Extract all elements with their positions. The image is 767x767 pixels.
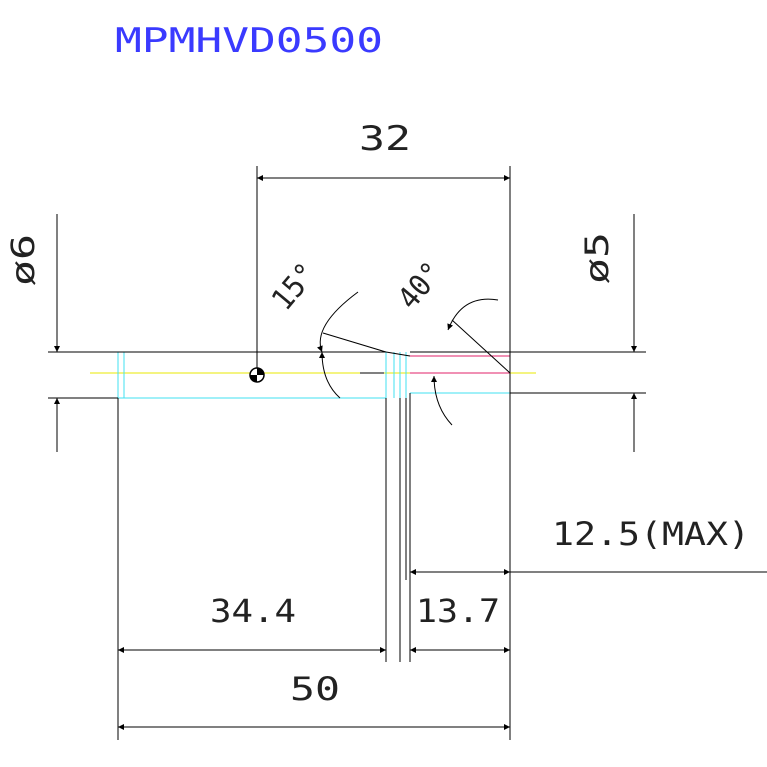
- center-of-gravity-icon: [249, 367, 265, 383]
- dim-label-12-5-max: 12.5(MAX): [552, 515, 750, 553]
- dim-label-13-7: 13.7: [416, 592, 500, 630]
- dim-label-34-4: 34.4: [210, 592, 296, 630]
- angle-label-15: 15°: [265, 256, 324, 317]
- angle-arc-15: [317, 291, 359, 353]
- angle-arc-40-lower: [431, 375, 453, 426]
- angle-arc-40: [447, 298, 499, 331]
- tip-outline: [410, 355, 510, 374]
- dim-label-50: 50: [290, 670, 340, 708]
- dim-label-diameter-6: ø6: [4, 234, 42, 286]
- part-edges: [48, 319, 646, 399]
- drawing-title: MPMHVD0500: [115, 21, 383, 61]
- extension-lines: [117, 166, 511, 740]
- angle-label-40: 40°: [391, 255, 450, 316]
- dim-label-32: 32: [359, 119, 411, 159]
- part-outline: [117, 351, 511, 399]
- angle-arc-15-lower: [319, 351, 341, 399]
- dim-label-diameter-5: ø5: [578, 232, 616, 284]
